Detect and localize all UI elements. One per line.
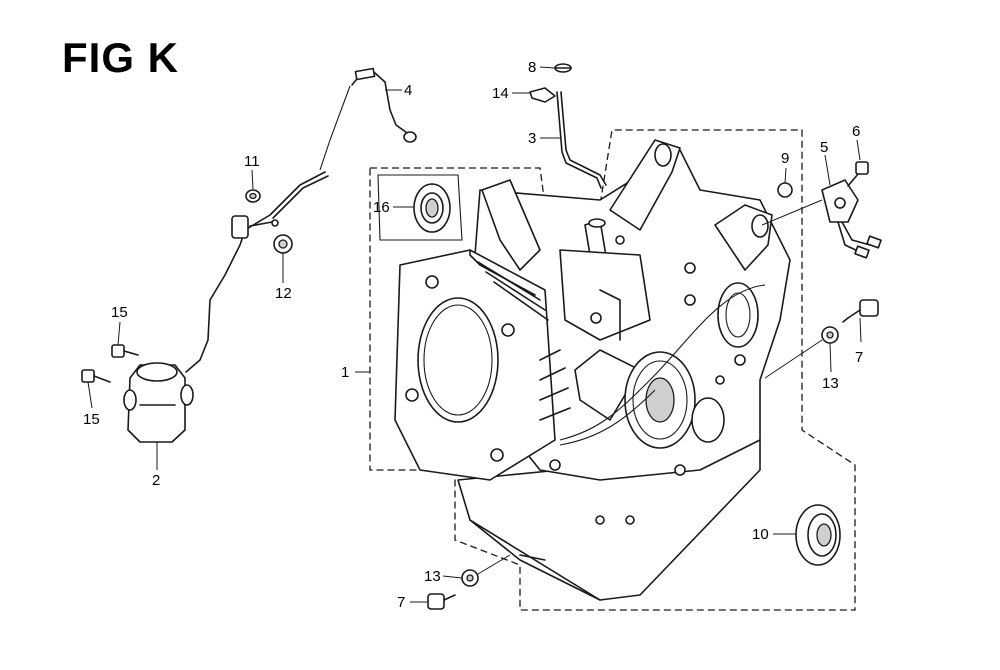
oil-seal-part-16	[413, 183, 451, 233]
callout-7-right: 7	[855, 349, 863, 366]
callout-15-lower: 15	[83, 411, 100, 428]
bolt-part-15-lower	[81, 369, 111, 383]
callout-9: 9	[781, 150, 789, 167]
tube-clamp-part-14	[529, 87, 556, 103]
callout-8: 8	[528, 59, 536, 76]
callout-12: 12	[275, 285, 292, 302]
washer-part-9	[777, 182, 793, 198]
callout-4: 4	[404, 82, 412, 99]
callout-10: 10	[752, 526, 769, 543]
oil-seal-group-box	[377, 174, 463, 241]
callout-6: 6	[852, 123, 860, 140]
bolt-part-6	[847, 161, 869, 187]
oil-level-switch-part-2	[123, 171, 329, 443]
bolt-part-7-bottom	[427, 593, 456, 610]
washer-part-13-bottom	[461, 554, 511, 587]
callout-15-upper: 15	[111, 304, 128, 321]
callout-1: 1	[341, 364, 349, 381]
callout-3: 3	[528, 130, 536, 147]
washer-part-13-right	[764, 326, 839, 379]
sensor-bracket-part-5	[761, 179, 882, 259]
bolt-part-7-right	[842, 299, 879, 323]
leader-lines	[87, 66, 862, 603]
clip-part-8	[554, 63, 572, 73]
callout-labels: 1 2 3 4 5 6 7 7 8 9 10 11 12 13 13 14 15…	[83, 59, 863, 611]
wire-harness-part-4	[319, 67, 417, 171]
callout-5: 5	[820, 139, 828, 156]
figure-title: FIG K	[62, 34, 179, 81]
callout-2: 2	[152, 472, 160, 489]
crankcase-part-1	[394, 139, 791, 601]
bolt-part-15-upper	[111, 344, 139, 358]
callout-14: 14	[492, 85, 509, 102]
callout-13-bottom: 13	[424, 568, 441, 585]
callout-11: 11	[244, 153, 260, 170]
grommet-part-12	[273, 234, 293, 254]
callout-13-right: 13	[822, 375, 839, 392]
callout-7-bottom: 7	[397, 594, 405, 611]
oil-seal-part-10	[795, 504, 841, 566]
washer-part-11	[245, 189, 261, 203]
breather-tube-part-3	[556, 91, 607, 189]
callout-16: 16	[373, 199, 390, 216]
